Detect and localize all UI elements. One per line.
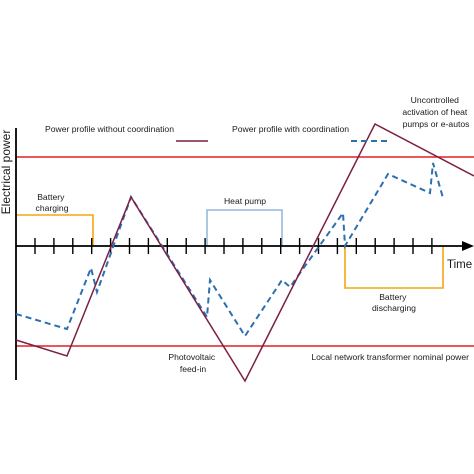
- battery-charging-box: [16, 214, 94, 246]
- legend-with-coordination-label: Power profile with coordination: [232, 124, 349, 134]
- x-axis-arrowhead: [462, 241, 474, 251]
- battery-discharging-label: Battery discharging: [372, 292, 416, 313]
- profile-with-coordination: [15, 162, 444, 338]
- uncontrolled-activation-label: Uncontrolled activation of heat pumps or…: [402, 95, 469, 129]
- heat-pump-box: [206, 209, 283, 246]
- profile-without-coordination: [15, 122, 474, 383]
- x-axis-label: Time: [447, 259, 472, 271]
- photovoltaic-feed-in-label: Photovoltaic feed-in: [168, 352, 217, 374]
- heat-pump-label: Heat pump: [224, 196, 266, 206]
- transformer-nominal-power-label: Local network transformer nominal power: [311, 352, 469, 362]
- legend-without-coordination-label: Power profile without coordination: [45, 124, 174, 134]
- battery-charging-label: Battery charging: [36, 192, 69, 213]
- y-axis-label: Electrical power: [0, 130, 13, 215]
- time-axis-ticks: [34, 238, 433, 254]
- battery-discharging-box: [344, 246, 444, 289]
